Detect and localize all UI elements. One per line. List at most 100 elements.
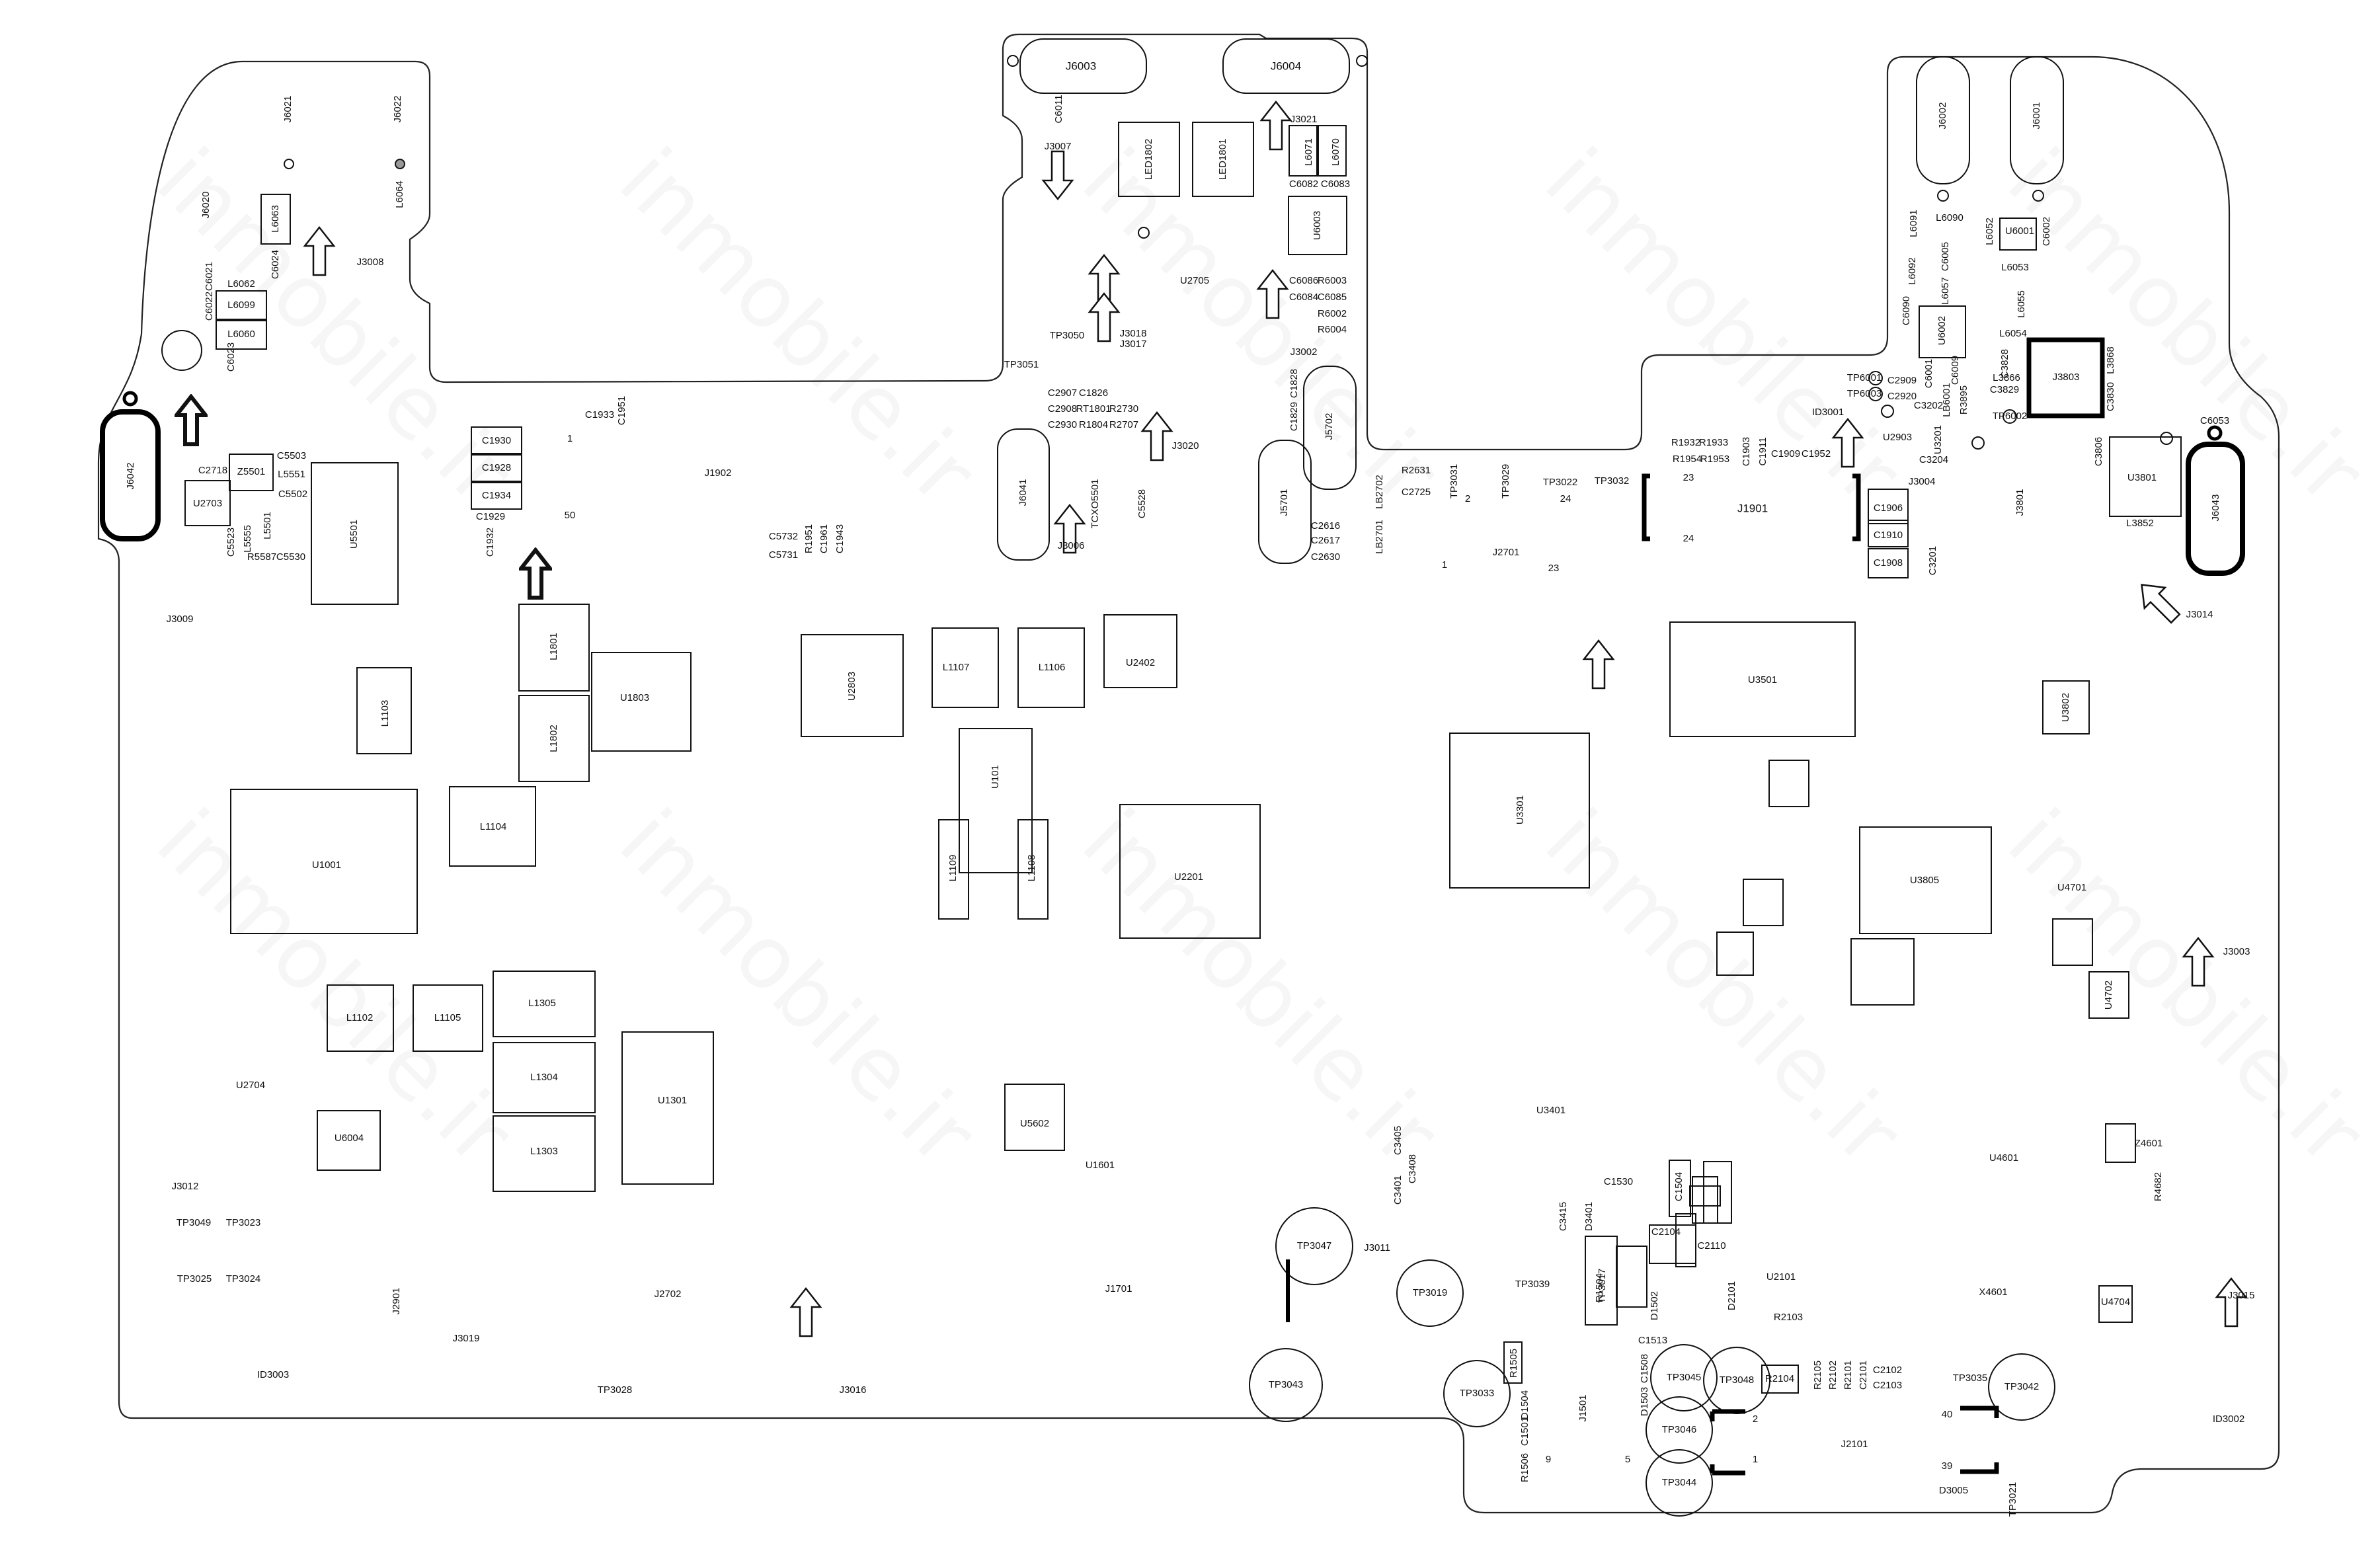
label: L3866 bbox=[1993, 372, 2020, 383]
label: TP3028 bbox=[598, 1384, 633, 1396]
label: U101 bbox=[990, 765, 1001, 789]
label: C2103 bbox=[1873, 1380, 1902, 1391]
label: TP3024 bbox=[226, 1273, 261, 1285]
label: C2718 bbox=[198, 465, 227, 476]
label: U2703 bbox=[193, 498, 222, 509]
label: C6084 bbox=[1289, 292, 1318, 303]
label: C5732 bbox=[769, 531, 798, 542]
label: C1908 bbox=[1874, 557, 1903, 569]
label: C6090 bbox=[1901, 296, 1912, 325]
label: D3005 bbox=[1939, 1485, 1968, 1496]
label: J3014 bbox=[2186, 609, 2213, 620]
label: R2102 bbox=[1827, 1361, 1839, 1390]
label: C5731 bbox=[769, 549, 798, 561]
label: U2101 bbox=[1766, 1271, 1796, 1283]
label: L6099 bbox=[227, 299, 255, 311]
label: C5523 bbox=[225, 528, 237, 557]
label: L1107 bbox=[943, 662, 970, 673]
label: 23 bbox=[1548, 563, 1560, 574]
label: J6004 bbox=[1271, 60, 1301, 72]
label: TP3017 bbox=[1597, 1269, 1608, 1304]
label: J3006 bbox=[1058, 540, 1085, 551]
label: J3020 bbox=[1172, 440, 1199, 452]
connector-j6042-body bbox=[100, 409, 161, 541]
label: R6002 bbox=[1318, 308, 1347, 319]
label: J3011 bbox=[1364, 1242, 1390, 1253]
label: R1951 bbox=[803, 524, 814, 553]
label: TP3023 bbox=[226, 1217, 261, 1228]
label: L6091 bbox=[1908, 210, 1919, 237]
arrow-up-icon bbox=[177, 397, 206, 444]
label: L1102 bbox=[346, 1012, 374, 1023]
label: J3017 bbox=[1120, 338, 1147, 350]
label: J3016 bbox=[840, 1384, 867, 1396]
label: C1504 bbox=[1673, 1172, 1685, 1201]
label: R2707 bbox=[1109, 419, 1138, 430]
label: C2725 bbox=[1402, 487, 1431, 498]
label: TP3042 bbox=[2004, 1381, 2040, 1392]
label: C6083 bbox=[1321, 178, 1350, 190]
svg-text:inmobile.ir: inmobile.ir bbox=[138, 130, 532, 524]
label: TP3050 bbox=[1050, 330, 1085, 341]
label: TP3045 bbox=[1667, 1372, 1702, 1383]
label: C3204 bbox=[1919, 454, 1948, 465]
label: D1504 bbox=[1519, 1390, 1530, 1419]
label: R1932 bbox=[1671, 437, 1700, 448]
label: J2701 bbox=[1493, 547, 1520, 558]
label: J3019 bbox=[453, 1333, 480, 1344]
label: C3830 bbox=[2105, 382, 2116, 411]
label: C3828 bbox=[1999, 349, 2010, 378]
label: U1803 bbox=[620, 692, 649, 703]
label: R1504 bbox=[1594, 1273, 1605, 1302]
arrow-up-icon bbox=[790, 1287, 822, 1337]
label: C6086 bbox=[1289, 275, 1318, 286]
label: L3868 bbox=[2105, 346, 2116, 374]
label: TP3035 bbox=[1953, 1372, 1988, 1384]
label: C2110 bbox=[1697, 1240, 1726, 1251]
label: TP3021 bbox=[2007, 1482, 2018, 1517]
label: J6020 bbox=[200, 192, 212, 219]
arrow-up-icon bbox=[1583, 639, 1614, 690]
label: C6024 bbox=[270, 250, 281, 279]
label: TP3019 bbox=[1413, 1287, 1448, 1298]
label: J3004 bbox=[1909, 476, 1936, 487]
label: U3201 bbox=[1932, 425, 1944, 454]
label: C6001 bbox=[1923, 359, 1934, 388]
label: C3415 bbox=[1558, 1202, 1569, 1231]
mount-hole bbox=[2207, 425, 2223, 441]
svg-text:inmobile.ir: inmobile.ir bbox=[1989, 791, 2380, 1185]
label: C5528 bbox=[1136, 489, 1148, 518]
label: J6043 bbox=[2210, 495, 2221, 522]
label: C3201 bbox=[1927, 546, 1938, 575]
label: R1953 bbox=[1700, 454, 1729, 465]
label: J1902 bbox=[705, 467, 732, 479]
label: C2104 bbox=[1651, 1226, 1681, 1238]
label: C2102 bbox=[1873, 1365, 1902, 1376]
label: L1103 bbox=[379, 700, 391, 727]
label: L1106 bbox=[1039, 662, 1066, 673]
label: 40 bbox=[1942, 1409, 1953, 1420]
label: C2630 bbox=[1311, 551, 1340, 563]
label: L6092 bbox=[1907, 257, 1918, 285]
label: 1 bbox=[1753, 1454, 1758, 1465]
label: U4704 bbox=[2101, 1296, 2130, 1308]
label: U2201 bbox=[1174, 871, 1203, 883]
arrow-up-icon bbox=[521, 550, 550, 598]
label: TP3051 bbox=[1004, 359, 1039, 370]
label: L6055 bbox=[2016, 290, 2027, 318]
label: ID3001 bbox=[1812, 407, 1844, 418]
label: L3852 bbox=[2126, 518, 2154, 529]
arrow-up-icon bbox=[2215, 1277, 2247, 1328]
label: C6005 bbox=[1940, 242, 1951, 271]
label: TP3046 bbox=[1662, 1424, 1697, 1435]
label: U1001 bbox=[312, 859, 341, 871]
label: C2920 bbox=[1887, 391, 1917, 402]
component-bodies bbox=[184, 38, 2182, 1394]
label: L6063 bbox=[270, 205, 281, 233]
label: C2907 bbox=[1048, 387, 1077, 399]
label: D1502 bbox=[1649, 1291, 1660, 1320]
label: J1501 bbox=[1577, 1395, 1589, 1422]
board-outline bbox=[97, 33, 2280, 1514]
label: U1601 bbox=[1086, 1160, 1115, 1171]
label: R2105 bbox=[1812, 1361, 1823, 1390]
